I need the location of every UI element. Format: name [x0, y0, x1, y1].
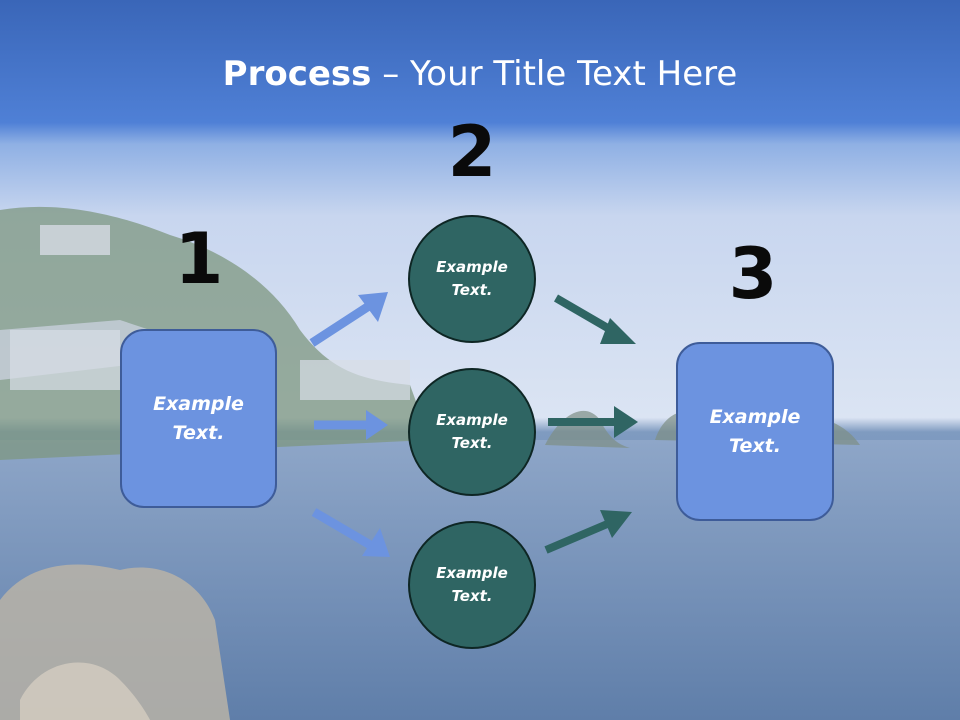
arrow-1-to-top	[309, 292, 388, 347]
step-3-text: Example Text.	[709, 405, 801, 457]
arrow-1-to-bottom	[311, 508, 390, 557]
step-2-circle-middle: Example Text.	[408, 368, 536, 496]
title-bold: Process	[222, 54, 372, 94]
step-1-text: Example Text.	[153, 392, 244, 444]
step-2-circle-bottom: Example Text.	[408, 521, 536, 649]
slide-title: Process – Your Title Text Here	[0, 50, 960, 98]
arrow-top-to-3	[553, 294, 636, 344]
step-1-box: Example Text.	[120, 329, 277, 508]
circle-bottom-text: Example Text.	[436, 564, 508, 605]
step-number-1: 1	[174, 218, 224, 300]
circle-top-text: Example Text.	[436, 258, 508, 299]
arrow-middle-to-3	[548, 406, 638, 438]
step-3-box: Example Text.	[676, 342, 834, 521]
step-number-3: 3	[728, 233, 778, 315]
circle-middle-text: Example Text.	[436, 411, 508, 452]
step-number-2: 2	[447, 111, 497, 193]
title-separator: –	[371, 54, 411, 94]
arrow-1-to-middle	[314, 410, 388, 440]
arrow-bottom-to-3	[544, 510, 632, 554]
step-2-circle-top: Example Text.	[408, 215, 536, 343]
title-rest: Your Title Text Here	[410, 54, 738, 94]
